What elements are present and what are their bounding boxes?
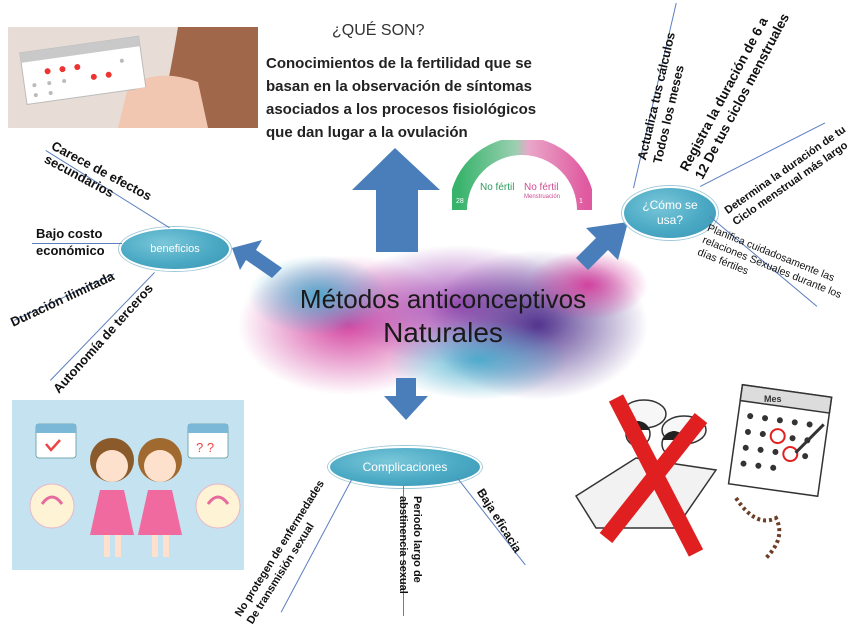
- cross-line-2: [599, 413, 708, 543]
- gauge-right-label: No fértil: [524, 182, 559, 193]
- calendar-month-label: Mes: [764, 394, 782, 404]
- main-title: Métodos anticonceptivos Naturales: [238, 282, 648, 350]
- beneficios-label: beneficios: [150, 243, 200, 255]
- complicacion-item-2-text: Periodo largo de abstinencia sexual: [397, 496, 423, 594]
- main-title-line1: Métodos anticonceptivos: [299, 284, 587, 314]
- gauge-number-right: 1: [579, 198, 583, 205]
- abstinence-illustration: Mes: [566, 378, 838, 568]
- beneficio-item-2: Bajo costo económico: [36, 225, 126, 259]
- svg-text:? ?: ? ?: [196, 440, 214, 455]
- arrow-right: [576, 222, 628, 270]
- gauge-left-label: No fértil: [480, 182, 515, 193]
- arrow-down: [384, 378, 428, 420]
- girls-illustration: ? ?: [12, 400, 244, 570]
- como-se-usa-label: ¿Cómo se usa?: [642, 198, 698, 227]
- beneficios-node: beneficios: [119, 227, 231, 271]
- arrow-up: [352, 148, 440, 252]
- gauge-number-left: 28: [456, 198, 464, 205]
- calendar-check-icon: [35, 423, 77, 459]
- main-title-line2: Naturales: [383, 317, 503, 348]
- complicaciones-label: Complicaciones: [362, 460, 448, 474]
- que-son-description: Conocimientos de la fertilidad que se ba…: [266, 55, 537, 141]
- photo-illustration: [8, 27, 258, 128]
- complicaciones-node: Complicaciones: [328, 446, 482, 488]
- que-son-heading: ¿QUÉ SON?: [332, 22, 425, 39]
- connector-line: [32, 243, 122, 244]
- complicacion-item-2: Periodo largo de abstinencia sexual: [396, 496, 424, 626]
- calendar-photo: [8, 27, 258, 128]
- calendar-question-icon: ? ?: [187, 423, 229, 459]
- arrow-left: [232, 240, 282, 278]
- gauge-right-sublabel: Menstruación: [524, 194, 561, 200]
- beneficio-item-2-text: Bajo costo económico: [36, 226, 105, 258]
- watercolor-splash: [228, 245, 658, 405]
- como-se-usa-node: ¿Cómo se usa?: [622, 186, 718, 240]
- fertility-gauge: No fértil No fértil Menstruación 28 1: [449, 137, 595, 216]
- calendar-icon: [727, 383, 833, 498]
